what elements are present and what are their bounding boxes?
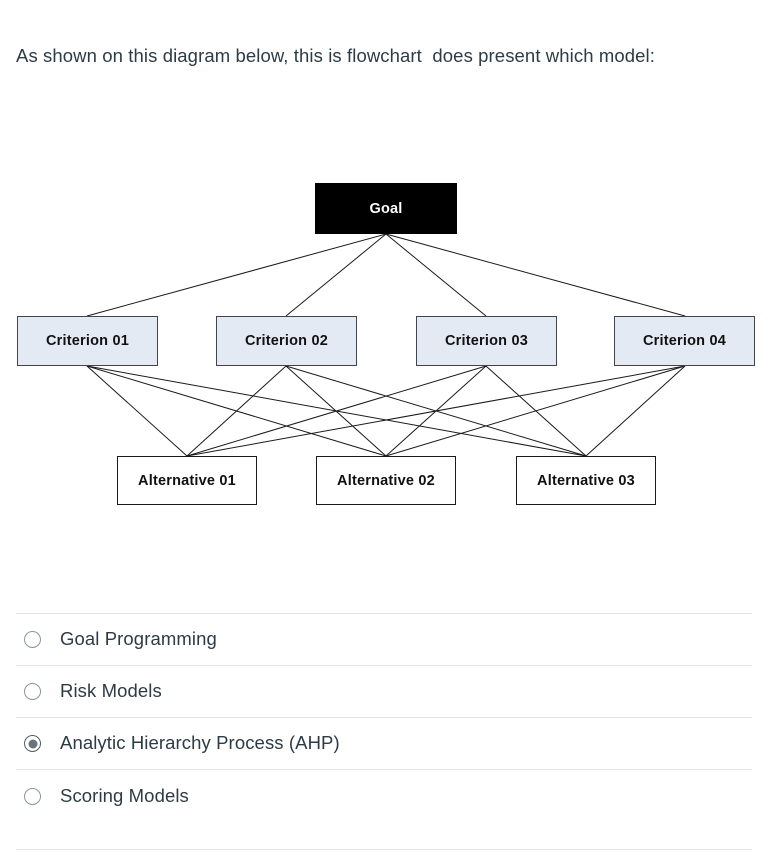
diagram-node-goal: Goal <box>315 183 457 234</box>
answer-option-analytic-hierarchy-process[interactable]: Analytic Hierarchy Process (AHP) <box>16 718 752 770</box>
diagram-node-criterion-04: Criterion 04 <box>614 316 755 366</box>
diagram-node-alternative-02: Alternative 02 <box>316 456 456 505</box>
answer-option-risk-models[interactable]: Risk Models <box>16 666 752 718</box>
question-stem: As shown on this diagram below, this is … <box>16 45 655 66</box>
answer-option-label: Risk Models <box>60 680 162 702</box>
bottom-divider <box>16 849 752 850</box>
radio-button-icon[interactable] <box>24 787 41 805</box>
answer-option-label: Analytic Hierarchy Process (AHP) <box>60 732 340 754</box>
ahp-hierarchy-diagram: Goal Criterion 01 Criterion 02 Criterion… <box>0 150 768 550</box>
answer-option-goal-programming[interactable]: Goal Programming <box>16 614 752 666</box>
radio-button-icon[interactable] <box>24 683 41 700</box>
diagram-node-criterion-01: Criterion 01 <box>17 316 158 366</box>
answer-option-scoring-models[interactable]: Scoring Models <box>16 770 752 822</box>
answer-options-list: Goal Programming Risk Models Analytic Hi… <box>16 613 752 822</box>
radio-button-icon[interactable] <box>24 631 41 648</box>
diagram-node-alternative-01: Alternative 01 <box>117 456 257 505</box>
radio-button-selected-icon[interactable] <box>24 735 41 752</box>
diagram-edges <box>86 233 686 457</box>
diagram-node-alternative-03: Alternative 03 <box>516 456 656 505</box>
answer-option-label: Goal Programming <box>60 628 217 650</box>
diagram-node-criterion-03: Criterion 03 <box>416 316 557 366</box>
diagram-node-criterion-02: Criterion 02 <box>216 316 357 366</box>
answer-option-label: Scoring Models <box>60 784 189 806</box>
